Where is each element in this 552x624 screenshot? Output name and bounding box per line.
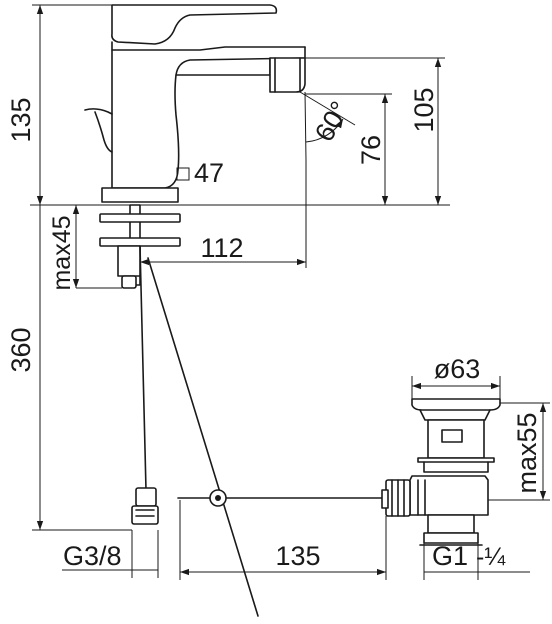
base-ring bbox=[101, 187, 179, 203]
lever-handle bbox=[111, 4, 278, 45]
aerator-nozzle bbox=[269, 57, 306, 93]
label-spout-angle: 60° bbox=[309, 96, 355, 146]
label-outlet-height: 76 bbox=[356, 135, 386, 165]
popup-rod bbox=[147, 257, 401, 617]
label-rod-length: 135 bbox=[275, 541, 320, 571]
popup-lever bbox=[84, 108, 113, 153]
label-hose-length: 360 bbox=[6, 327, 36, 372]
label-total-height: 135 bbox=[6, 97, 36, 142]
washer-bottom bbox=[99, 237, 181, 247]
faucet-body bbox=[30, 4, 450, 206]
flexible-hose bbox=[131, 245, 159, 525]
washer-top bbox=[99, 213, 181, 223]
square-symbol bbox=[176, 167, 190, 181]
label-base-square: 47 bbox=[194, 158, 224, 188]
label-spout-height: 105 bbox=[409, 87, 439, 132]
label-max-deck: max45 bbox=[48, 215, 76, 290]
body-outline bbox=[111, 46, 306, 189]
waste-assembly bbox=[381, 398, 501, 546]
label-waste-thread: G1 bbox=[432, 541, 468, 571]
label-reach: 112 bbox=[200, 233, 243, 263]
label-waste-thread-fraction: -¼ bbox=[476, 543, 506, 571]
hose-nut bbox=[135, 487, 157, 507]
label-waste-max: max55 bbox=[512, 412, 542, 493]
label-hose-thread: G3/8 bbox=[63, 541, 122, 571]
waste-cap bbox=[411, 398, 501, 411]
mounting-assembly bbox=[99, 204, 181, 289]
dimension-lines bbox=[32, 4, 550, 580]
label-waste-diameter: ø63 bbox=[434, 354, 481, 384]
waste-body bbox=[409, 475, 489, 516]
